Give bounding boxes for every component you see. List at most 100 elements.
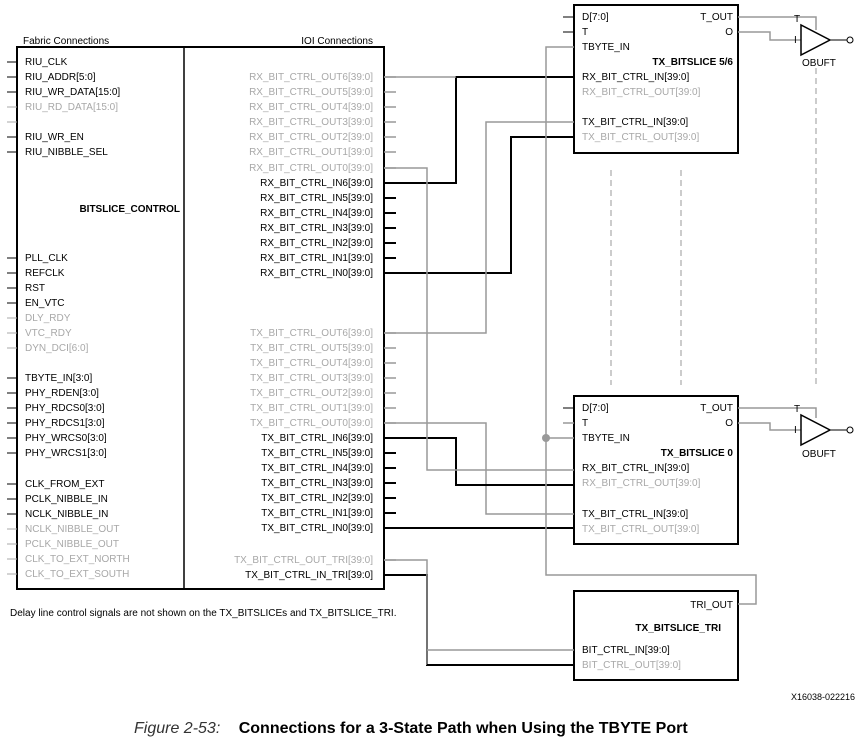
ioi-port-label: TX_BIT_CTRL_IN6[39:0] [261, 433, 373, 444]
obuf-bottom-label: OBUFT [802, 449, 836, 460]
fabric-port-label: EN_VTC [25, 298, 64, 309]
figure-caption: Figure 2-53: Connections for a 3-State P… [134, 720, 688, 737]
fabric-port-label: PCLK_NIBBLE_IN [25, 494, 108, 505]
ioi-port-list: RX_BIT_CTRL_OUT6[39:0] RX_BIT_CTRL_OUT5[3… [234, 72, 373, 581]
bs0-title: TX_BITSLICE 0 [661, 448, 734, 459]
ioi-port-label: TX_BIT_CTRL_IN4[39:0] [261, 463, 373, 474]
ioi-port-label: RX_BIT_CTRL_IN1[39:0] [260, 253, 373, 264]
repetition-guides [610, 68, 817, 385]
obuf-top-label: OBUFT [802, 58, 836, 69]
tx-bitslice-56-block: D[7:0] T TBYTE_IN T_OUT O TX_BITSLICE 5/… [563, 4, 739, 154]
bs56-d-port: D[7:0] [582, 12, 609, 23]
bs56-rx-out-port: RX_BIT_CTRL_OUT[39:0] [582, 87, 701, 98]
fabric-port-label: NCLK_NIBBLE_OUT [25, 524, 119, 535]
obuf-bottom-t-label: T [794, 404, 800, 415]
obuf-top-t-label: T [794, 14, 800, 25]
ioi-connections-label: IOI Connections [301, 36, 373, 47]
ioi-port-label: TX_BIT_CTRL_OUT3[39:0] [250, 373, 373, 384]
tri-bit-out-port: BIT_CTRL_OUT[39:0] [582, 660, 681, 671]
ioi-port-label: RX_BIT_CTRL_OUT6[39:0] [249, 72, 373, 83]
fabric-port-label: PHY_RDEN[3:0] [25, 388, 99, 399]
ioi-port-label: TX_BIT_CTRL_OUT1[39:0] [250, 403, 373, 414]
fabric-port-label: DYN_DCI[6:0] [25, 343, 89, 354]
bs56-t-port: T [582, 27, 588, 38]
tri-bit-in-port: BIT_CTRL_IN[39:0] [582, 645, 670, 656]
bs0-tout-port: T_OUT [700, 403, 733, 414]
bs0-tx-out-port: TX_BIT_CTRL_OUT[39:0] [582, 524, 699, 535]
ioi-port-label: TX_BIT_CTRL_OUT_TRI[39:0] [234, 555, 373, 566]
obuf-bottom-i-label: I [794, 425, 797, 436]
bs0-tbyte-port: TBYTE_IN [582, 433, 630, 444]
ioi-port-label: RX_BIT_CTRL_IN3[39:0] [260, 223, 373, 234]
ioi-port-label: RX_BIT_CTRL_OUT0[39:0] [249, 163, 373, 174]
ioi-port-label: TX_BIT_CTRL_IN3[39:0] [261, 478, 373, 489]
fabric-port-label: RIU_WR_EN [25, 132, 84, 143]
fabric-port-label: RIU_ADDR[5:0] [25, 72, 96, 83]
fabric-port-label: RST [25, 283, 45, 294]
ioi-port-label: RX_BIT_CTRL_OUT2[39:0] [249, 132, 373, 143]
bs56-rx-in-port: RX_BIT_CTRL_IN[39:0] [582, 72, 689, 83]
bs56-o-port: O [725, 27, 733, 38]
ioi-port-label: RX_BIT_CTRL_IN2[39:0] [260, 238, 373, 249]
tri-out-port: TRI_OUT [690, 600, 733, 611]
ioi-port-label: TX_BIT_CTRL_OUT4[39:0] [250, 358, 373, 369]
fabric-port-label: RIU_RD_DATA[15:0] [25, 102, 118, 113]
bs0-t-port: T [582, 418, 588, 429]
ioi-input-stubs [384, 182, 396, 576]
bs0-d-port: D[7:0] [582, 403, 609, 414]
fabric-port-label: CLK_TO_EXT_SOUTH [25, 569, 129, 580]
fabric-port-label: REFCLK [25, 268, 65, 279]
ioi-port-label: RX_BIT_CTRL_IN6[39:0] [260, 178, 373, 189]
ioi-port-label: TX_BIT_CTRL_IN5[39:0] [261, 448, 373, 459]
ioi-port-label: TX_BIT_CTRL_OUT0[39:0] [250, 418, 373, 429]
fabric-port-label: RIU_WR_DATA[15:0] [25, 87, 120, 98]
ioi-port-label: RX_BIT_CTRL_OUT3[39:0] [249, 117, 373, 128]
figure-id: X16038-022216 [791, 692, 855, 702]
bs0-o-port: O [725, 418, 733, 429]
ioi-port-label: TX_BIT_CTRL_IN1[39:0] [261, 508, 373, 519]
bs56-tx-out-port: TX_BIT_CTRL_OUT[39:0] [582, 132, 699, 143]
obuf-top-i-label: I [794, 35, 797, 46]
diagram-note: Delay line control signals are not shown… [10, 608, 397, 619]
fabric-port-label: PHY_RDCS1[3:0] [25, 418, 105, 429]
fabric-port-label: VTC_RDY [25, 328, 72, 339]
fabric-port-label: CLK_TO_EXT_NORTH [25, 554, 130, 565]
ioi-port-label: RX_BIT_CTRL_IN5[39:0] [260, 193, 373, 204]
tx-bitslice-0-block: D[7:0] T TBYTE_IN T_OUT O TX_BITSLICE 0 … [563, 395, 739, 545]
fabric-port-label: TBYTE_IN[3:0] [25, 373, 92, 384]
tx-bitslice-tri-block: TRI_OUT TX_BITSLICE_TRI BIT_CTRL_IN[39:0… [573, 590, 739, 681]
fabric-connections-label: Fabric Connections [23, 36, 109, 47]
ioi-port-label: RX_BIT_CTRL_OUT1[39:0] [249, 147, 373, 158]
bitslice-control-title: BITSLICE_CONTROL [79, 204, 180, 215]
tbyte-junction-dot [542, 434, 550, 442]
bs0-tx-in-port: TX_BIT_CTRL_IN[39:0] [582, 509, 688, 520]
ioi-port-label: RX_BIT_CTRL_IN4[39:0] [260, 208, 373, 219]
fabric-port-label: PHY_WRCS1[3:0] [25, 448, 107, 459]
ioi-port-label: TX_BIT_CTRL_IN2[39:0] [261, 493, 373, 504]
bs56-tout-port: T_OUT [700, 12, 733, 23]
fabric-port-label: PHY_WRCS0[3:0] [25, 433, 107, 444]
ioi-port-label: TX_BIT_CTRL_OUT6[39:0] [250, 328, 373, 339]
ioi-port-label: RX_BIT_CTRL_OUT4[39:0] [249, 102, 373, 113]
fabric-port-label: NCLK_NIBBLE_IN [25, 509, 108, 520]
bs56-title: TX_BITSLICE 5/6 [652, 57, 733, 68]
ioi-port-label: TX_BIT_CTRL_IN0[39:0] [261, 523, 373, 534]
bs0-rx-out-port: RX_BIT_CTRL_OUT[39:0] [582, 478, 701, 489]
ioi-port-label: RX_BIT_CTRL_OUT5[39:0] [249, 87, 373, 98]
bs56-tx-in-port: TX_BIT_CTRL_IN[39:0] [582, 117, 688, 128]
ioi-port-label: TX_BIT_CTRL_IN_TRI[39:0] [245, 570, 373, 581]
tbyte-net [545, 46, 757, 605]
fabric-port-label: DLY_RDY [25, 313, 71, 324]
fabric-port-label: PLL_CLK [25, 253, 68, 264]
fabric-port-label: PHY_RDCS0[3:0] [25, 403, 105, 414]
bs56-tbyte-port: TBYTE_IN [582, 42, 630, 53]
ioi-output-stubs [384, 76, 396, 561]
figure-title: Connections for a 3-State Path when Usin… [239, 720, 689, 737]
fabric-port-label: PCLK_NIBBLE_OUT [25, 539, 119, 550]
bs0-rx-in-port: RX_BIT_CTRL_IN[39:0] [582, 463, 689, 474]
obuft-bottom: T I OBUFT [738, 404, 854, 460]
fabric-port-label: RIU_NIBBLE_SEL [25, 147, 108, 158]
fabric-port-list: RIU_CLKRIU_ADDR[5:0]RIU_WR_DATA[15:0]RIU… [7, 57, 130, 580]
figure-number: Figure 2-53: [134, 720, 220, 737]
